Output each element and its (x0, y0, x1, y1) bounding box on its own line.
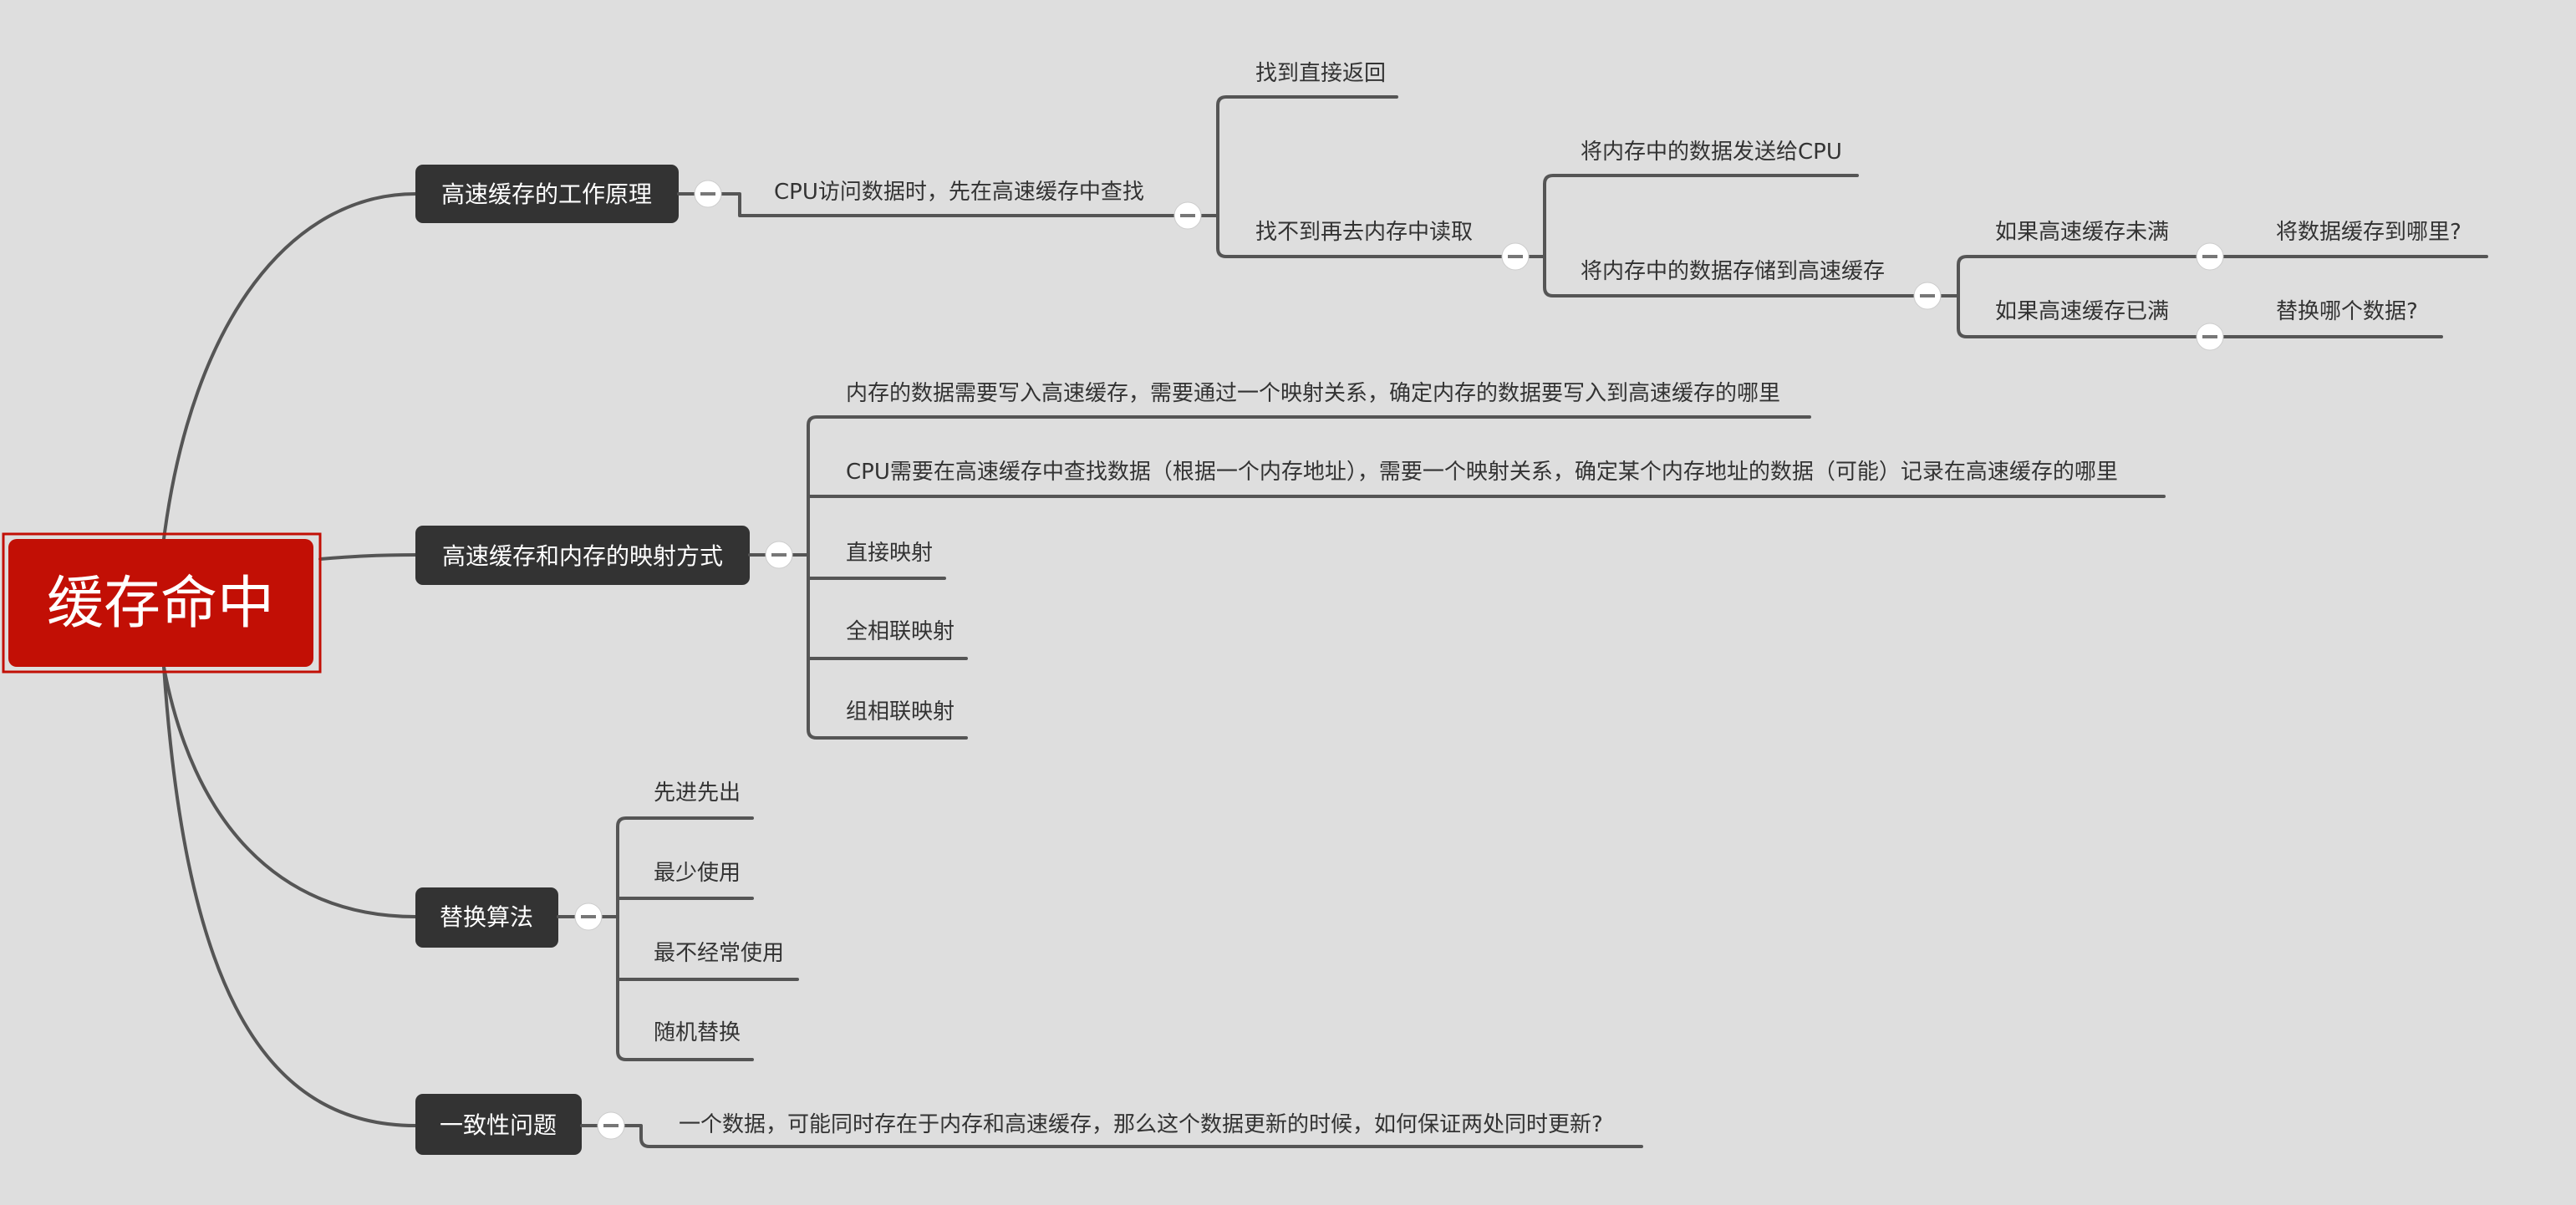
root-connectors (162, 192, 417, 1127)
node-not-found[interactable]: 找不到再去内存中读取 (1255, 220, 1473, 245)
topic-replacement[interactable]: 替换算法 (415, 887, 558, 948)
collapse-icon[interactable] (574, 902, 603, 931)
replacement-item[interactable]: 随机替换 (654, 1020, 741, 1045)
node-found[interactable]: 找到直接返回 (1255, 61, 1386, 86)
collapse-buttons (574, 180, 2224, 1140)
consistency-item[interactable]: 一个数据，可能同时存在于内存和高速缓存，那么这个数据更新的时候，如何保证两处同时… (679, 1112, 1603, 1137)
collapse-icon[interactable] (1173, 201, 1202, 230)
replacement-item[interactable]: 最少使用 (654, 861, 741, 886)
branch-consistency: 一致性问题 一个数据，可能同时存在于内存和高速缓存，那么这个数据更新的时候，如何… (415, 1094, 1643, 1155)
collapse-icon[interactable] (765, 541, 793, 569)
replacement-item[interactable]: 先进先出 (654, 780, 741, 806)
node-store-cache[interactable]: 将内存中的数据存储到高速缓存 (1581, 259, 1885, 284)
mapping-item[interactable]: 组相联映射 (846, 699, 955, 725)
mapping-item[interactable]: 内存的数据需要写入高速缓存，需要通过一个映射关系，确定内存的数据要写入到高速缓存… (846, 381, 1780, 406)
branch-working-principle: 高速缓存的工作原理 CPU访问数据时，先在高速缓存中查找 找到直接返回 找不到再… (415, 61, 2488, 338)
collapse-icon[interactable] (2196, 323, 2224, 351)
collapse-icon[interactable] (694, 180, 722, 208)
root-node[interactable]: 缓存命中 (2, 532, 322, 674)
mapping-item[interactable]: 全相联映射 (846, 619, 955, 644)
node-not-full-question[interactable]: 将数据缓存到哪里? (2276, 220, 2461, 245)
svg-text:高速缓存和内存的映射方式: 高速缓存和内存的映射方式 (442, 542, 723, 570)
node-cpu-lookup[interactable]: CPU访问数据时，先在高速缓存中查找 (774, 180, 1144, 205)
replacement-item[interactable]: 最不经常使用 (654, 941, 784, 966)
topic-mapping[interactable]: 高速缓存和内存的映射方式 (415, 526, 750, 585)
node-not-full[interactable]: 如果高速缓存未满 (1995, 220, 2169, 245)
svg-text:一致性问题: 一致性问题 (440, 1111, 557, 1139)
collapse-icon[interactable] (597, 1111, 625, 1140)
topic-consistency[interactable]: 一致性问题 (415, 1094, 582, 1155)
branch-mapping: 高速缓存和内存的映射方式 内存的数据需要写入高速缓存，需要通过一个映射关系，确定… (415, 381, 2166, 740)
collapse-icon[interactable] (1501, 242, 1530, 271)
node-full-question[interactable]: 替换哪个数据? (2276, 299, 2418, 324)
topic-working-principle[interactable]: 高速缓存的工作原理 (415, 165, 679, 223)
svg-text:替换算法: 替换算法 (440, 903, 533, 931)
collapse-icon[interactable] (1913, 282, 1942, 310)
collapse-icon[interactable] (2196, 242, 2224, 271)
root-label: 缓存命中 (47, 571, 274, 637)
node-full[interactable]: 如果高速缓存已满 (1995, 299, 2169, 324)
svg-text:高速缓存的工作原理: 高速缓存的工作原理 (441, 180, 652, 208)
mapping-item[interactable]: 直接映射 (846, 541, 933, 566)
mapping-item[interactable]: CPU需要在高速缓存中查找数据（根据一个内存地址），需要一个映射关系，确定某个内… (846, 460, 2118, 485)
node-send-cpu[interactable]: 将内存中的数据发送给CPU (1581, 140, 1842, 165)
branch-replacement: 替换算法 先进先出 最少使用 最不经常使用 随机替换 (415, 780, 799, 1061)
